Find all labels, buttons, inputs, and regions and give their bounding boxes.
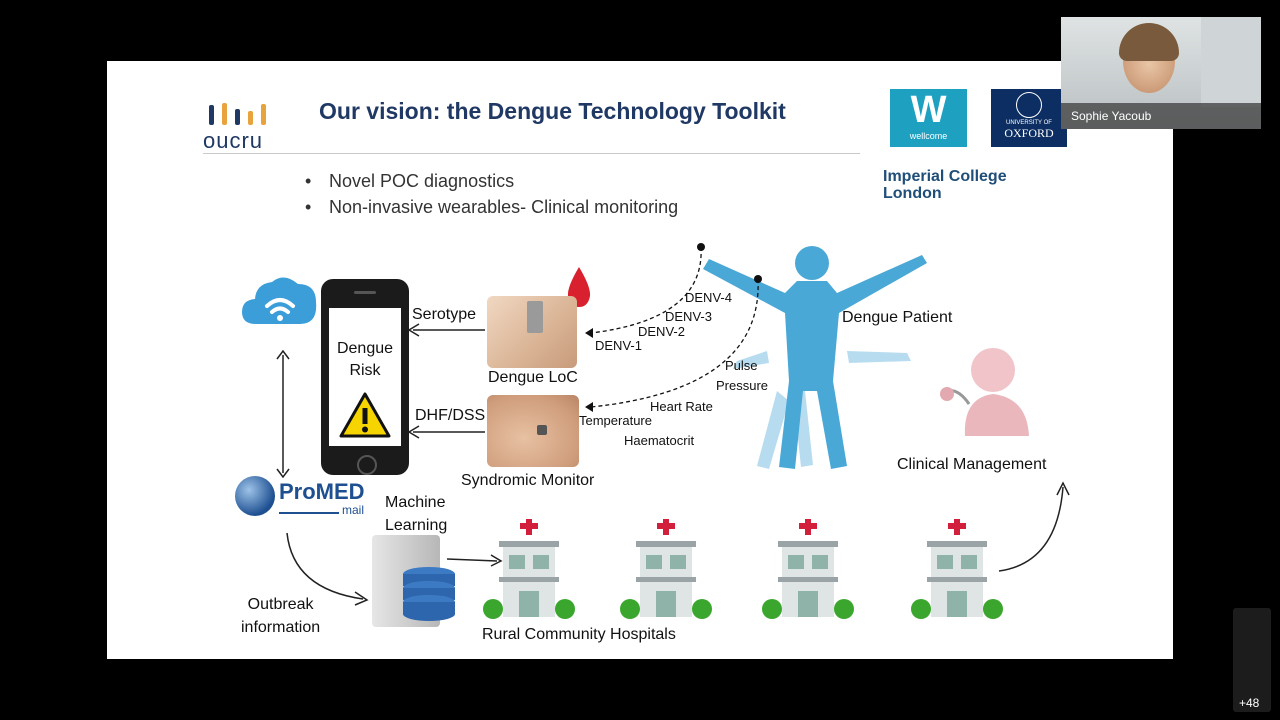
machine-learning-label: Machine Learning (385, 491, 447, 537)
imperial-logo-line1: Imperial College (883, 168, 1007, 185)
vital-sign: Pressure (716, 378, 769, 393)
serotype-value: DENV-1 (595, 338, 642, 353)
arrow-left-icon (407, 425, 485, 439)
wearable-sensor (537, 425, 547, 435)
vital-sign: Temperature (579, 413, 652, 428)
promed-mail-text: mail (342, 503, 365, 517)
hospital-icon (911, 519, 1003, 619)
outbreak-line2: information (241, 619, 321, 636)
participant-hair (1119, 23, 1179, 61)
machine-learning-line1: Machine (385, 494, 446, 511)
more-participants-count: +48 (1239, 696, 1260, 710)
clinical-management-label: Clinical Management (897, 456, 1047, 473)
loc-chip (527, 301, 543, 333)
sensor-lines (585, 243, 762, 412)
imperial-logo: Imperial College London (883, 168, 1007, 202)
doctor-figure (940, 348, 1029, 436)
bullet-item: Non-invasive wearables- Clinical monitor… (305, 194, 678, 220)
title-divider (203, 153, 860, 154)
promed-logo: ProMED (279, 479, 365, 504)
imperial-logo-line2: London (883, 185, 942, 202)
vital-sign: Pulse (725, 358, 758, 373)
machine-learning-line2: Learning (385, 517, 448, 534)
bullet-list: Novel POC diagnostics Non-invasive weara… (305, 168, 678, 220)
curved-arrow-up-icon (998, 481, 1070, 572)
oucru-logo-text: oucru (203, 128, 264, 153)
background-cabinet (1201, 17, 1261, 107)
arrow-left-icon (407, 323, 485, 337)
hospital-icon (620, 519, 712, 619)
serotype-value: DENV-4 (685, 290, 732, 305)
phone-screen-text: Dengue Risk (329, 338, 401, 382)
wellcome-logo-letter: W (910, 89, 947, 131)
dengue-loc-label: Dengue LoC (488, 369, 578, 386)
bidirectional-arrow-icon (276, 349, 290, 479)
oxford-logo: UNIVERSITY OF OXFORD (991, 89, 1067, 147)
phone-text-line1: Dengue (336, 340, 394, 357)
serotype-value: DENV-2 (638, 324, 685, 339)
serotype-value: DENV-3 (665, 309, 712, 324)
outbreak-information-label: Outbreak information (241, 593, 320, 639)
oxford-logo-text: OXFORD (1004, 126, 1054, 140)
oxford-logo-small-text: UNIVERSITY OF (1006, 120, 1052, 126)
globe-icon (235, 476, 275, 516)
warning-icon (339, 392, 391, 438)
hospital-icon (483, 519, 575, 619)
phone-text-line2: Risk (349, 362, 381, 379)
dengue-patient-label: Dengue Patient (842, 309, 953, 326)
syndromic-monitor-image (487, 395, 579, 467)
database-icon (403, 567, 455, 621)
participant-name-bar (1061, 103, 1261, 129)
outbreak-line1: Outbreak (247, 596, 314, 613)
vital-sign: Heart Rate (650, 399, 713, 414)
participant-video-tile[interactable]: Sophie Yacoub (1061, 17, 1261, 129)
dhf-dss-label: DHF/DSS (415, 407, 486, 424)
bullet-item: Novel POC diagnostics (305, 168, 678, 194)
wellcome-logo-text: wellcome (909, 131, 948, 141)
oxford-crest-icon (1016, 92, 1042, 118)
serotype-label: Serotype (412, 306, 477, 323)
arrow-right-icon (446, 554, 503, 567)
promed-underline (279, 512, 339, 514)
rural-hospitals-label: Rural Community Hospitals (482, 626, 676, 643)
wellcome-logo: W wellcome (890, 89, 967, 147)
shared-slide: oucru Our vision: the Dengue Technology … (107, 61, 1173, 659)
participant-name: Sophie Yacoub (1071, 109, 1152, 123)
phone-home-button (357, 455, 377, 475)
phone-speaker (354, 291, 376, 294)
curved-arrow-icon (286, 532, 369, 606)
patient-body-figure (703, 246, 927, 469)
syndromic-monitor-label: Syndromic Monitor (461, 472, 595, 489)
vital-sign: Haematocrit (624, 433, 695, 448)
hospital-icon (762, 519, 854, 619)
oucru-logo (207, 101, 277, 127)
cloud-wifi-icon (242, 277, 317, 324)
slide-title: Our vision: the Dengue Technology Toolki… (319, 98, 786, 124)
more-participants-button[interactable]: +48 (1233, 608, 1271, 712)
